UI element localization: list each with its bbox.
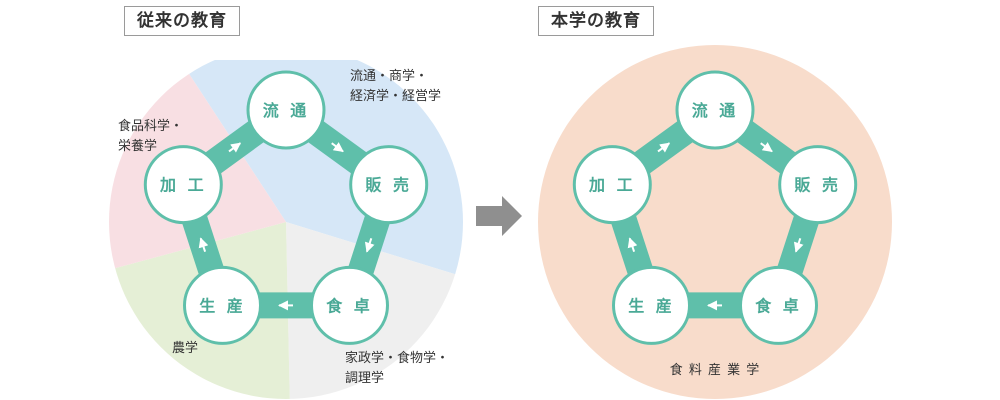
- right-cycle: 流 通販 売食 卓 生 産 加 工: [572, 70, 858, 345]
- right-cycle-node: [778, 145, 858, 225]
- cycle-arrow-icon: [657, 142, 671, 153]
- label-cooking: 家政学・食物学・ 調理学: [345, 350, 453, 386]
- left-cycle-node-label: 流 通: [263, 101, 310, 120]
- right-cycle-node-label: 食 卓: [754, 296, 802, 315]
- left-cycle-node: [246, 70, 326, 150]
- left-cycle-node-label: 食 卓: [325, 296, 373, 315]
- right-cycle-node: [675, 70, 755, 150]
- right-panel-title: 本学の教育: [538, 6, 654, 36]
- left-cycle-node: [183, 265, 262, 345]
- left-panel-title: 従来の教育: [124, 6, 240, 36]
- left-cycle-node: [349, 145, 429, 225]
- cycle-arrow-icon: [331, 142, 344, 153]
- left-cycle-node: [310, 265, 389, 345]
- cycle-arrow-icon: [364, 237, 375, 253]
- cycle-arrow-icon: [627, 237, 638, 253]
- label-distribution: 流通・商学・ 経済学・経営学: [350, 68, 441, 104]
- label-agriculture: 農学: [172, 340, 198, 356]
- label-food-industry: 食 料 産 業 学: [670, 362, 761, 378]
- right-cycle-node-label: 生 産: [628, 296, 675, 315]
- left-cycle-node-label: 生 産: [199, 296, 246, 315]
- cycle-arrow-icon: [198, 237, 209, 253]
- right-cycle-node: [739, 265, 818, 345]
- right-cycle-node-label: 販 売: [794, 176, 841, 195]
- arrow-right-icon: [476, 196, 522, 236]
- right-cycle-node-label: 加 工: [588, 176, 636, 195]
- cycle-arrow-icon: [793, 237, 804, 253]
- label-food-science: 食品科学・ 栄養学: [118, 118, 187, 154]
- cycle-arrow-icon: [760, 142, 773, 153]
- right-cycle-node: [572, 145, 652, 225]
- right-cycle-node: [612, 265, 691, 345]
- cycle-arrow-icon: [228, 142, 242, 153]
- left-cycle: 流 通販 売食 卓 生 産 加 工: [143, 70, 429, 345]
- left-cycle-node-label: 加 工: [159, 176, 207, 195]
- left-cycle-node-label: 販 売: [365, 176, 412, 195]
- left-cycle-node: [143, 145, 223, 225]
- right-cycle-node-label: 流 通: [692, 101, 739, 120]
